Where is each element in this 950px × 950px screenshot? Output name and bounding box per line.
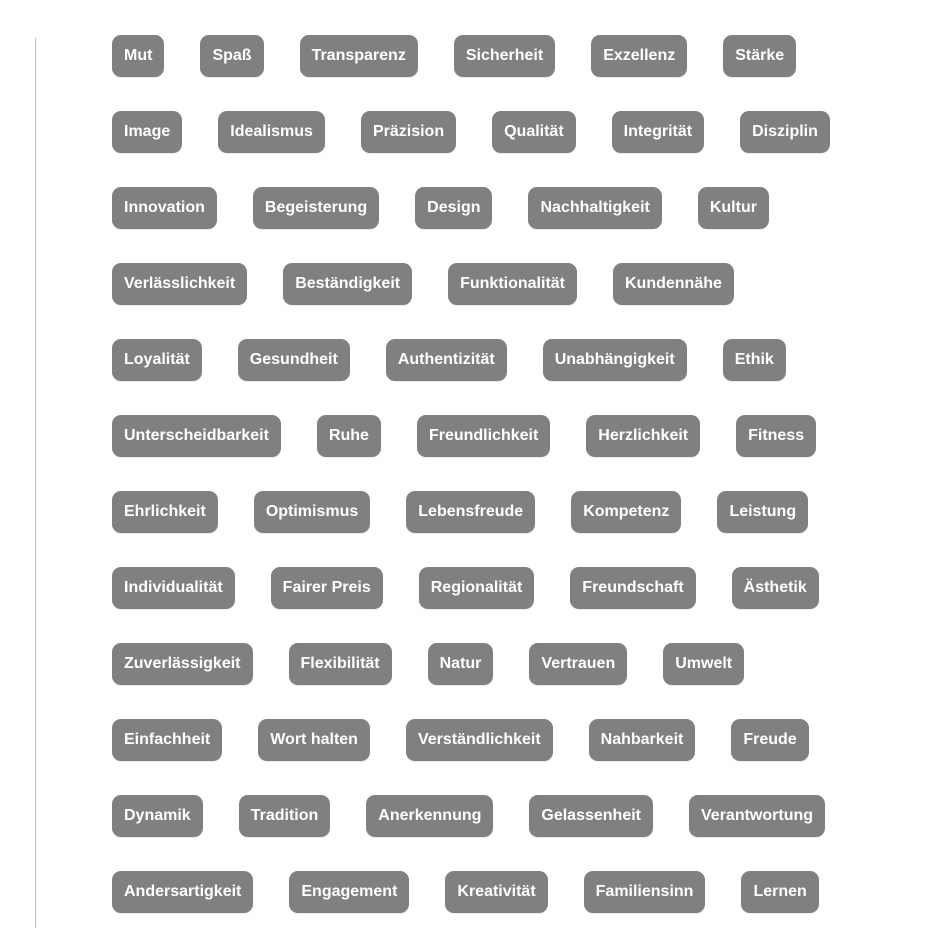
tag-row: Mut Spaß Transparenz Sicherheit Exzellenz Stä…	[112, 35, 872, 77]
tag-row: Innovation Begeisterung Design Nachhaltigke…	[112, 187, 872, 229]
value-tag[interactable]: Gesundheit	[237, 339, 350, 381]
value-tag[interactable]: Integrität	[611, 111, 705, 153]
value-tag[interactable]: Idealismus	[218, 111, 325, 153]
value-tag[interactable]: Einfachheit	[112, 719, 223, 761]
value-tag[interactable]: Lernen	[741, 871, 819, 913]
value-tag[interactable]: Kultur	[697, 187, 769, 229]
value-tag[interactable]: Exzellenz	[591, 35, 688, 77]
value-tag[interactable]: Engagement	[289, 871, 410, 913]
value-tag[interactable]: Fitness	[736, 415, 817, 457]
value-tag[interactable]: Individualität	[112, 567, 235, 609]
value-tag[interactable]: Freundlichkeit	[416, 415, 551, 457]
tag-row: Dynamik Tradition Anerkennung Gelassenheit V…	[112, 795, 872, 837]
tag-row: Zuverlässigkeit Flexibilität Natur Vertraue…	[112, 643, 872, 685]
value-tag[interactable]: Kreativität	[445, 871, 548, 913]
tag-row: Einfachheit Wort halten Verständlichkeit Na…	[112, 719, 872, 761]
value-tag[interactable]: Verantwortung	[689, 795, 826, 837]
value-tag[interactable]: Innovation	[112, 187, 217, 229]
tag-row: Image Idealismus Präzision Qualität Integrit…	[112, 111, 872, 153]
value-tag[interactable]: Gelassenheit	[529, 795, 653, 837]
value-tag[interactable]: Dynamik	[112, 795, 203, 837]
value-tag[interactable]: Beständigkeit	[283, 263, 413, 305]
value-tag[interactable]: Qualität	[492, 111, 576, 153]
value-tag[interactable]: Spaß	[200, 35, 264, 77]
tag-row: Individualität Fairer Preis Regionalität Fr…	[112, 567, 872, 609]
value-tag[interactable]: Lebensfreude	[406, 491, 536, 533]
value-tag[interactable]: Funktionalität	[448, 263, 577, 305]
value-tag[interactable]: Ethik	[722, 339, 786, 381]
value-tag[interactable]: Fairer Preis	[270, 567, 383, 609]
value-tag[interactable]: Familiensinn	[583, 871, 706, 913]
tag-row: Andersartigkeit Engagement Kreativität Fami…	[112, 871, 872, 913]
value-tag[interactable]: Kundennähe	[613, 263, 734, 305]
value-tag[interactable]: Freundschaft	[570, 567, 696, 609]
value-tag[interactable]: Flexibilität	[288, 643, 392, 685]
value-tag[interactable]: Herzlichkeit	[586, 415, 701, 457]
value-tag[interactable]: Mut	[112, 35, 165, 77]
value-tag[interactable]: Disziplin	[740, 111, 830, 153]
value-tag[interactable]: Verlässlichkeit	[112, 263, 248, 305]
tag-row: Unterscheidbarkeit Ruhe Freundlichkeit Herz…	[112, 415, 872, 457]
value-tag[interactable]: Regionalität	[418, 567, 535, 609]
value-tag[interactable]: Unabhängigkeit	[542, 339, 687, 381]
value-tag[interactable]: Stärke	[723, 35, 797, 77]
value-tag[interactable]: Nahbarkeit	[588, 719, 696, 761]
tag-row: Loyalität Gesundheit Authentizität Unabhäng…	[112, 339, 872, 381]
value-tag[interactable]: Leistung	[717, 491, 809, 533]
tag-row: Ehrlichkeit Optimismus Lebensfreude Kompete…	[112, 491, 872, 533]
value-tag[interactable]: Authentizität	[385, 339, 507, 381]
value-tag[interactable]: Zuverlässigkeit	[112, 643, 253, 685]
value-tag[interactable]: Transparenz	[299, 35, 418, 77]
value-tag[interactable]: Sicherheit	[453, 35, 556, 77]
value-tag[interactable]: Kompetenz	[571, 491, 682, 533]
value-tag[interactable]: Natur	[427, 643, 494, 685]
value-tag[interactable]: Tradition	[238, 795, 331, 837]
value-tag[interactable]: Image	[112, 111, 183, 153]
value-tag[interactable]: Freude	[731, 719, 809, 761]
value-tag[interactable]: Wort halten	[258, 719, 370, 761]
vertical-divider	[35, 38, 36, 928]
value-tag[interactable]: Ruhe	[316, 415, 381, 457]
value-tag[interactable]: Unterscheidbarkeit	[112, 415, 281, 457]
value-tag[interactable]: Loyalität	[112, 339, 202, 381]
value-tag[interactable]: Präzision	[360, 111, 457, 153]
value-tag[interactable]: Optimismus	[253, 491, 371, 533]
value-tag[interactable]: Begeisterung	[252, 187, 380, 229]
value-tag[interactable]: Anerkennung	[366, 795, 494, 837]
tag-cloud: Mut Spaß Transparenz Sicherheit Exzellenz Stä…	[112, 35, 872, 913]
value-tag[interactable]: Verständlichkeit	[405, 719, 553, 761]
value-tag[interactable]: Vertrauen	[529, 643, 628, 685]
value-tag[interactable]: Andersartigkeit	[112, 871, 254, 913]
value-tag[interactable]: Ästhetik	[731, 567, 819, 609]
value-tag[interactable]: Nachhaltigkeit	[528, 187, 662, 229]
tag-row: Verlässlichkeit Beständigkeit Funktionalit…	[112, 263, 872, 305]
value-tag[interactable]: Ehrlichkeit	[112, 491, 218, 533]
value-tag[interactable]: Umwelt	[663, 643, 745, 685]
value-tag[interactable]: Design	[415, 187, 493, 229]
